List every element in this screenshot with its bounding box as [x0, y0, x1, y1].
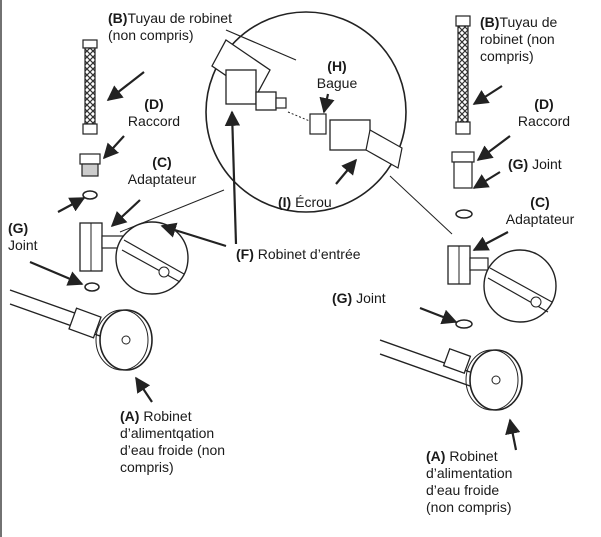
label-a-left: (A) Robinet d’alimentqation d’eau froide… [120, 408, 226, 475]
right-supply-hose [455, 15, 471, 135]
label-c-right: (C) Adaptateur [505, 194, 575, 227]
label-c-left: (C) Adaptateur [127, 154, 197, 187]
label-f: (F) Robinet d’entrée [236, 246, 361, 262]
label-g-right-mid: (G) Joint [332, 290, 386, 306]
arrow-f-2 [160, 222, 227, 248]
arrow-i [335, 158, 357, 185]
magnified-detail-circle [205, 11, 407, 213]
left-detail-circle [115, 221, 189, 295]
arrow-b-left [106, 71, 145, 101]
zoom-line-right [389, 175, 453, 235]
arrow-a-right [505, 418, 521, 451]
arrow-d-right [476, 135, 511, 161]
arrow-g-right-mid [419, 306, 458, 325]
arrow-g-left-bottom [29, 260, 84, 286]
left-washer-bottom [84, 282, 100, 292]
label-h: (H) Bague [316, 58, 358, 91]
arrow-g-left-top [57, 197, 86, 213]
right-washer-top [455, 209, 473, 219]
right-connector [451, 151, 475, 189]
right-adapter [447, 245, 489, 285]
left-adapter [79, 222, 125, 272]
right-detail-circle [483, 249, 557, 323]
left-shutoff-valve [9, 289, 153, 371]
arrow-d-left [102, 135, 125, 160]
arrow-f-1 [224, 110, 241, 245]
label-b-right: (B)Tuyau de robinet (non compris) [480, 14, 558, 64]
label-g-left: (G) Joint [8, 220, 38, 253]
left-washer-top [82, 190, 98, 200]
label-g-right-top: (G) Joint [508, 156, 562, 172]
zoom-line-left [119, 189, 225, 233]
arrow-c-left [110, 199, 141, 228]
right-washer-bottom [455, 319, 473, 329]
label-i: (I) Écrou [278, 194, 332, 210]
arrow-g-right-top [472, 171, 501, 189]
arrow-c-right [472, 231, 509, 251]
arrow-b-right [472, 85, 503, 105]
arrow-a-left [135, 376, 153, 403]
label-d-left: (D) Raccord [127, 96, 181, 129]
right-shutoff-valve [379, 339, 523, 411]
label-a-right: (A) Robinet d’alimentation d’eau froide … [426, 448, 513, 515]
label-d-right: (D) Raccord [517, 96, 571, 129]
callout-arrows [29, 71, 521, 451]
left-supply-hose [82, 39, 98, 135]
left-connector [79, 153, 101, 177]
arrow-h [319, 93, 335, 114]
label-b-left: (B)Tuyau de robinet (non compris) [108, 10, 232, 43]
